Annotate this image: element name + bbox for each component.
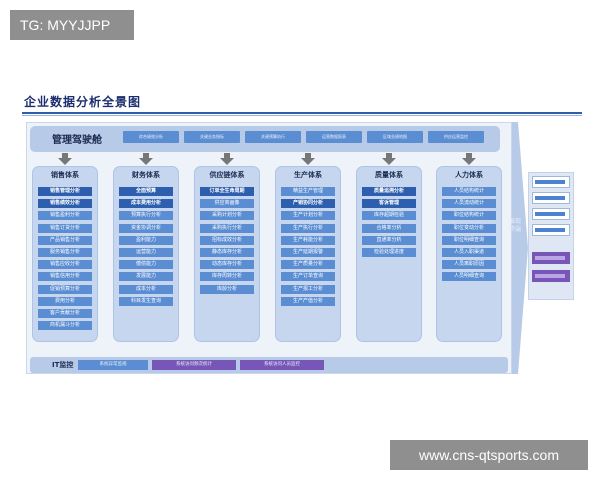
column-item[interactable]: 费用分析	[38, 296, 92, 306]
terminal-side-label: 展现终端	[508, 218, 521, 233]
it-monitor-label: IT监控	[52, 361, 74, 369]
column-item[interactable]: 盈利能力	[119, 235, 173, 245]
column-item[interactable]: 生产执行分析	[281, 223, 335, 233]
column-item[interactable]: 生产延期报警	[281, 248, 335, 257]
column-item[interactable]: 偿债能力	[119, 260, 173, 270]
cockpit-item[interactable]: 综合绩效分析	[123, 131, 179, 143]
right-chevron-arrow-icon	[512, 122, 528, 374]
column-item[interactable]: 销售绩效分析	[38, 199, 92, 209]
column-item[interactable]: 库存周转分析	[200, 272, 254, 282]
column-item[interactable]: 供应商画像	[200, 199, 254, 209]
column-item[interactable]: 人员明细查询	[442, 272, 496, 282]
column-item[interactable]: 销售信用分析	[38, 272, 92, 282]
column-item[interactable]: 质量追溯分析	[362, 187, 416, 196]
column-item[interactable]: 销售管理分析	[38, 187, 92, 196]
column-title-quality: 质量体系	[375, 171, 403, 179]
column-item[interactable]: 生产质量分析	[281, 260, 335, 270]
column-item[interactable]: 职位结构统计	[442, 211, 496, 221]
diagram-frame	[26, 122, 512, 374]
management-cockpit-label: 管理驾驶舱	[52, 135, 102, 146]
column-item[interactable]: 促销预算分析	[38, 284, 92, 294]
terminal-thumbnail	[532, 208, 570, 220]
terminal-thumbnail	[532, 192, 570, 204]
column-item[interactable]: 人员结构统计	[442, 187, 496, 196]
column-item[interactable]: 产品销售分析	[38, 235, 92, 245]
watermark: www.cns-qtsports.com	[390, 440, 588, 470]
column-item[interactable]: 科目发生查询	[119, 296, 173, 306]
column-item[interactable]: 生产耗能分析	[281, 235, 335, 245]
column-item[interactable]: 动态库存分析	[200, 260, 254, 270]
column-item[interactable]: 产销协同分析	[281, 199, 335, 209]
column-item[interactable]: 销售盈利分析	[38, 211, 92, 221]
column-item[interactable]: 人员离职原因	[442, 260, 496, 270]
column-item[interactable]: 资金协调分析	[119, 223, 173, 233]
column-item[interactable]: 职位明细查询	[442, 235, 496, 245]
terminal-thumbnail	[532, 176, 570, 188]
column-item[interactable]: 订单全生命周期	[200, 187, 254, 196]
column-item[interactable]: 运营能力	[119, 248, 173, 257]
page-title: 企业数据分析全景图	[24, 95, 142, 109]
column-item[interactable]: 服务销售分析	[38, 248, 92, 257]
cockpit-item[interactable]: 区域业绩地图	[367, 131, 423, 143]
cockpit-item[interactable]: 供应运营监控	[428, 131, 484, 143]
column-item[interactable]: 客户贡献分析	[38, 309, 92, 318]
column-item[interactable]: 生产产值分析	[281, 296, 335, 306]
column-item[interactable]: 发展能力	[119, 272, 173, 282]
column-item[interactable]: 采购执行分析	[200, 223, 254, 233]
column-item[interactable]: 全面预算	[119, 187, 173, 196]
cockpit-item[interactable]: 关键业务指标	[184, 131, 240, 143]
column-item[interactable]: 商机漏斗分析	[38, 321, 92, 331]
column-item[interactable]: 精益生产管理	[281, 187, 335, 196]
column-item[interactable]: 合格率分析	[362, 223, 416, 233]
column-title-production: 生产体系	[294, 171, 322, 179]
it-monitor-item[interactable]: 系统异常监视	[78, 360, 148, 370]
column-item[interactable]: 职位变动分析	[442, 223, 496, 233]
column-item[interactable]: 生产报工分析	[281, 284, 335, 294]
column-item[interactable]: 库存超期检验	[362, 211, 416, 221]
column-title-supply-chain: 供应链体系	[209, 171, 245, 179]
title-underline	[22, 112, 582, 114]
column-item[interactable]: 成本分析	[119, 284, 173, 294]
column-item[interactable]: 生产计划分析	[281, 211, 335, 221]
column-item[interactable]: 销售订货分析	[38, 223, 92, 233]
column-item[interactable]: 招标成效分析	[200, 235, 254, 245]
column-item[interactable]: 静态库存分析	[200, 248, 254, 257]
column-title-sales: 销售体系	[51, 171, 79, 179]
column-item[interactable]: 检验处理进度	[362, 248, 416, 257]
image-tag: TG: MYYJJPP	[10, 10, 134, 40]
column-item[interactable]: 销售应收分析	[38, 260, 92, 270]
title-underline-thin	[22, 115, 582, 116]
column-title-finance: 财务体系	[132, 171, 160, 179]
column-item[interactable]: 生产订单查询	[281, 272, 335, 282]
column-item[interactable]: 客诉管理	[362, 199, 416, 209]
it-monitor-item[interactable]: 系统访问人员监控	[240, 360, 324, 370]
terminal-thumbnail	[532, 224, 570, 236]
cockpit-item[interactable]: 运营数据报表	[306, 131, 362, 143]
terminal-thumbnail	[532, 270, 570, 282]
column-item[interactable]: 人员入职渠道	[442, 248, 496, 257]
column-item[interactable]: 采购计划分析	[200, 211, 254, 221]
column-item[interactable]: 库龄分析	[200, 284, 254, 294]
column-item[interactable]: 预算执行分析	[119, 211, 173, 221]
it-monitor-item[interactable]: 系统访问频次统计	[152, 360, 236, 370]
column-item[interactable]: 成本费用分析	[119, 199, 173, 209]
terminal-thumbnail	[532, 252, 570, 264]
column-item[interactable]: 直通率分析	[362, 235, 416, 245]
cockpit-item[interactable]: 关键预算执行	[245, 131, 301, 143]
column-title-hr: 人力体系	[455, 171, 483, 179]
column-item[interactable]: 人员流动统计	[442, 199, 496, 209]
